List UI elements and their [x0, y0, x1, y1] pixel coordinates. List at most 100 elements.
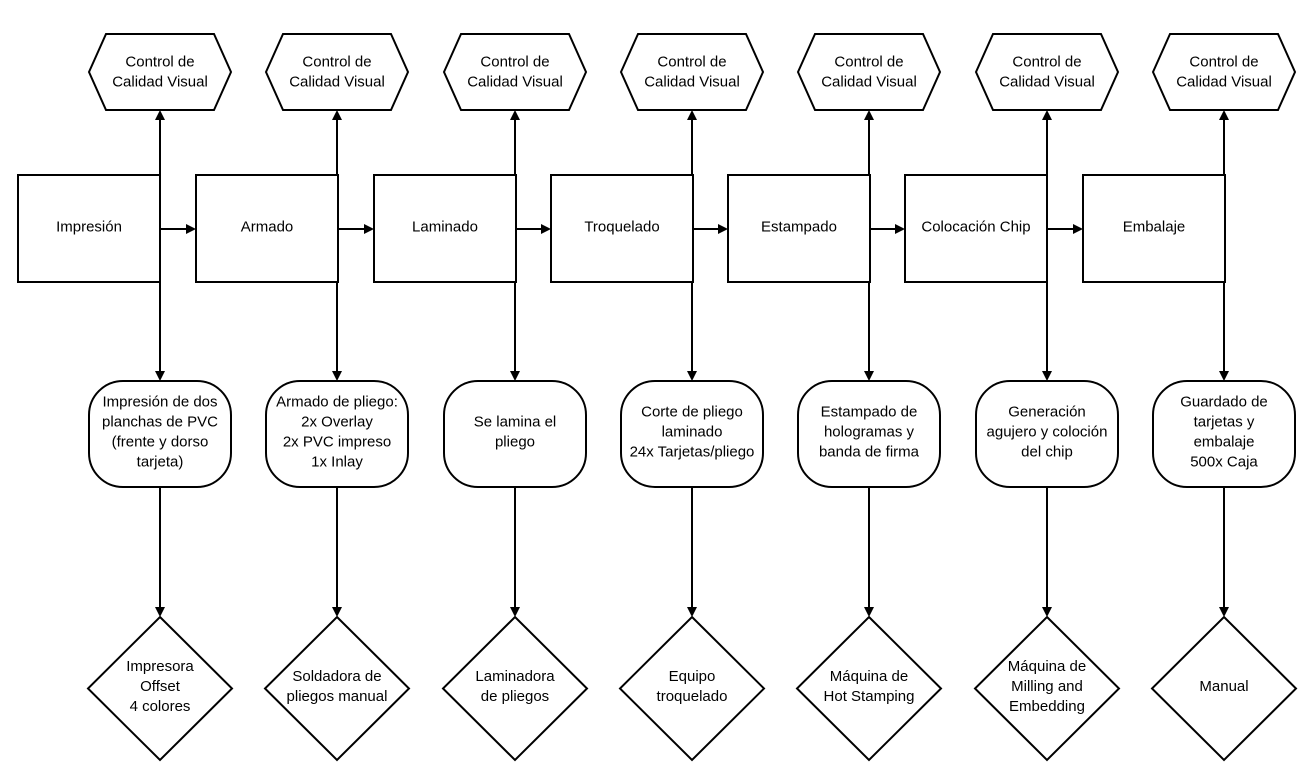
- equipment-diamond: [973, 615, 1121, 762]
- equipment-diamond: [441, 615, 589, 762]
- description-label: Generación: [1008, 404, 1086, 421]
- description-label: del chip: [1021, 444, 1073, 461]
- nodes-layer: Control de Calidad VisualImpresiónImpresi…: [17, 33, 1298, 762]
- control-node: Control de Calidad Visual: [796, 33, 942, 111]
- process-box: [373, 174, 517, 283]
- arrowhead-down: [155, 371, 165, 381]
- arrowhead-up: [1042, 110, 1052, 120]
- process-label: Laminado: [412, 219, 478, 236]
- description-pill: [620, 380, 764, 488]
- control-label: Control de: [302, 54, 371, 71]
- control-label: Calidad Visual: [999, 74, 1095, 91]
- arrowhead-down: [864, 371, 874, 381]
- control-hexagon: [1151, 33, 1297, 111]
- control-node: Control de Calidad Visual: [974, 33, 1120, 111]
- process-node: Colocación Chip: [904, 174, 1048, 283]
- equipment-label: Milling and: [1011, 678, 1083, 695]
- arrowhead-down: [1042, 607, 1052, 617]
- equipment-label: Laminadora: [475, 668, 555, 685]
- control-node: Control de Calidad Visual: [1151, 33, 1297, 111]
- description-label: tarjetas y: [1194, 414, 1255, 431]
- arrowhead-right: [541, 224, 551, 234]
- process-node: Embalaje: [1082, 174, 1226, 283]
- process-box: [17, 174, 161, 283]
- equipment-label: de pliegos: [481, 688, 549, 705]
- equipment-label: Embedding: [1009, 698, 1085, 715]
- process-box: [195, 174, 339, 283]
- description-label: 2x PVC impreso: [283, 434, 391, 451]
- process-label: Troquelado: [584, 219, 659, 236]
- equipment-label: Hot Stamping: [824, 688, 915, 705]
- description-label: (frente y dorso: [112, 434, 209, 451]
- equipment-label: 4 colores: [130, 698, 191, 715]
- equipment-label: pliegos manual: [287, 688, 388, 705]
- description-pill: [265, 380, 409, 488]
- equipment-label: troquelado: [657, 688, 728, 705]
- control-node: Control de Calidad Visual: [619, 33, 765, 111]
- arrowhead-right: [895, 224, 905, 234]
- equipment-diamond: [618, 615, 766, 762]
- equipment-diamond: [86, 615, 234, 762]
- process-label: Embalaje: [1123, 219, 1186, 236]
- arrowhead-down: [1042, 371, 1052, 381]
- description-label: Se lamina el: [474, 414, 557, 431]
- control-node: Control de Calidad Visual: [87, 33, 233, 111]
- description-label: Corte de pliego: [641, 404, 743, 421]
- arrowhead-right: [1073, 224, 1083, 234]
- description-label: Armado de pliego:: [276, 394, 398, 411]
- description-label: Impresión de dos: [102, 394, 217, 411]
- description-pill: [443, 380, 587, 488]
- process-node: Estampado: [727, 174, 871, 283]
- equipment-node: Manual: [1150, 615, 1298, 762]
- arrowhead-right: [718, 224, 728, 234]
- arrowhead-up: [332, 110, 342, 120]
- equipment-label: Impresora: [126, 658, 194, 675]
- control-hexagon: [619, 33, 765, 111]
- arrowhead-down: [687, 607, 697, 617]
- control-label: Control de: [834, 54, 903, 71]
- process-box: [904, 174, 1048, 283]
- control-label: Control de: [657, 54, 726, 71]
- arrowhead-down: [687, 371, 697, 381]
- arrowhead-up: [155, 110, 165, 120]
- control-label: Control de: [1189, 54, 1258, 71]
- control-hexagon: [442, 33, 588, 111]
- arrowhead-down: [510, 371, 520, 381]
- description-node: Armado de pliego: 2x Overlay 2x PVC impres…: [265, 380, 409, 488]
- control-label: Control de: [1012, 54, 1081, 71]
- equipment-node: Equipo troquelado: [618, 615, 766, 762]
- process-label: Colocación Chip: [921, 219, 1030, 236]
- arrowhead-down: [332, 607, 342, 617]
- equipment-diamond: [795, 615, 943, 762]
- description-pill: [975, 380, 1119, 488]
- description-label: hologramas y: [824, 424, 915, 441]
- arrowhead-up: [864, 110, 874, 120]
- description-label: 2x Overlay: [301, 414, 373, 431]
- equipment-label: Equipo: [669, 668, 716, 685]
- process-label: Impresión: [56, 219, 122, 236]
- control-label: Calidad Visual: [112, 74, 208, 91]
- arrowhead-down: [510, 607, 520, 617]
- control-hexagon: [264, 33, 410, 111]
- equipment-label: Máquina de: [830, 668, 908, 685]
- process-node: Impresión: [17, 174, 161, 283]
- description-label: 1x Inlay: [311, 454, 363, 471]
- control-label: Calidad Visual: [821, 74, 917, 91]
- control-label: Calidad Visual: [644, 74, 740, 91]
- process-node: Laminado: [373, 174, 517, 283]
- description-label: tarjeta): [137, 454, 184, 471]
- control-label: Control de: [125, 54, 194, 71]
- description-pill: [1152, 380, 1296, 488]
- control-label: Calidad Visual: [1176, 74, 1272, 91]
